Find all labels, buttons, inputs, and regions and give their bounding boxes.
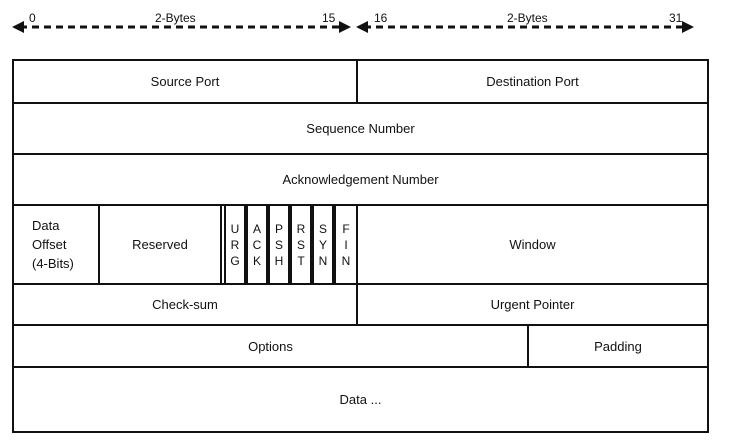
- ruler-right-start: 16: [374, 11, 388, 25]
- padding-field: Padding: [527, 324, 709, 368]
- flag-urg: U R G: [224, 204, 246, 285]
- window-field: Window: [356, 204, 709, 285]
- ruler-right-end: 31: [669, 11, 683, 25]
- flag-urg-letter: R: [230, 237, 240, 252]
- source-port-field: Source Port: [12, 59, 358, 104]
- destination-port-field: Destination Port: [356, 59, 709, 104]
- data-field: Data ...: [12, 366, 709, 433]
- flag-ack-letter: K: [252, 253, 261, 268]
- flag-fin-letter: I: [344, 237, 348, 252]
- ruler-right-label: 2-Bytes: [507, 11, 548, 25]
- data-offset-line-2: Offset: [32, 237, 67, 252]
- right-ruler-arrowhead-end: [682, 21, 694, 33]
- flag-psh-letter: P: [274, 221, 283, 236]
- left-ruler-arrowhead-start: [12, 21, 24, 33]
- checksum-field: Check-sum: [12, 283, 358, 326]
- right-ruler-arrowhead-start: [356, 21, 368, 33]
- flag-fin-letter: F: [342, 221, 350, 236]
- options-field: Options: [12, 324, 529, 368]
- flag-urg-letter: U: [230, 221, 240, 236]
- flag-ack-letter: A: [252, 221, 261, 236]
- sequence-number-field: Sequence Number: [12, 102, 709, 155]
- flag-rst: R S T: [290, 204, 312, 285]
- acknowledgement-number-field: Acknowledgement Number: [12, 153, 709, 206]
- flag-syn-letter: N: [318, 253, 328, 268]
- flag-psh-letter: H: [274, 253, 284, 268]
- data-offset-line-3: (4-Bits): [32, 256, 74, 271]
- flag-ack-letter: C: [252, 237, 262, 252]
- reserved-field: Reserved: [98, 204, 222, 285]
- flag-syn-letter: S: [318, 221, 327, 236]
- data-offset-field: Data Offset (4-Bits): [12, 204, 100, 285]
- flag-syn: S Y N: [312, 204, 334, 285]
- flag-psh: P S H: [268, 204, 290, 285]
- urgent-pointer-field: Urgent Pointer: [356, 283, 709, 326]
- flag-fin-letter: N: [341, 253, 351, 268]
- flag-ack: A C K: [246, 204, 268, 285]
- flag-rst-letter: S: [296, 237, 305, 252]
- flag-urg-letter: G: [230, 253, 240, 268]
- ruler-left-start: 0: [29, 11, 36, 25]
- flag-rst-letter: R: [296, 221, 306, 236]
- left-ruler-arrowhead-end: [339, 21, 351, 33]
- flag-rst-letter: T: [297, 253, 305, 268]
- data-offset-line-1: Data: [32, 218, 60, 233]
- flag-syn-letter: Y: [318, 237, 327, 252]
- flag-psh-letter: S: [274, 237, 283, 252]
- ruler-left-end: 15: [322, 11, 336, 25]
- ruler-left-label: 2-Bytes: [155, 11, 196, 25]
- flag-fin: F I N: [334, 204, 358, 285]
